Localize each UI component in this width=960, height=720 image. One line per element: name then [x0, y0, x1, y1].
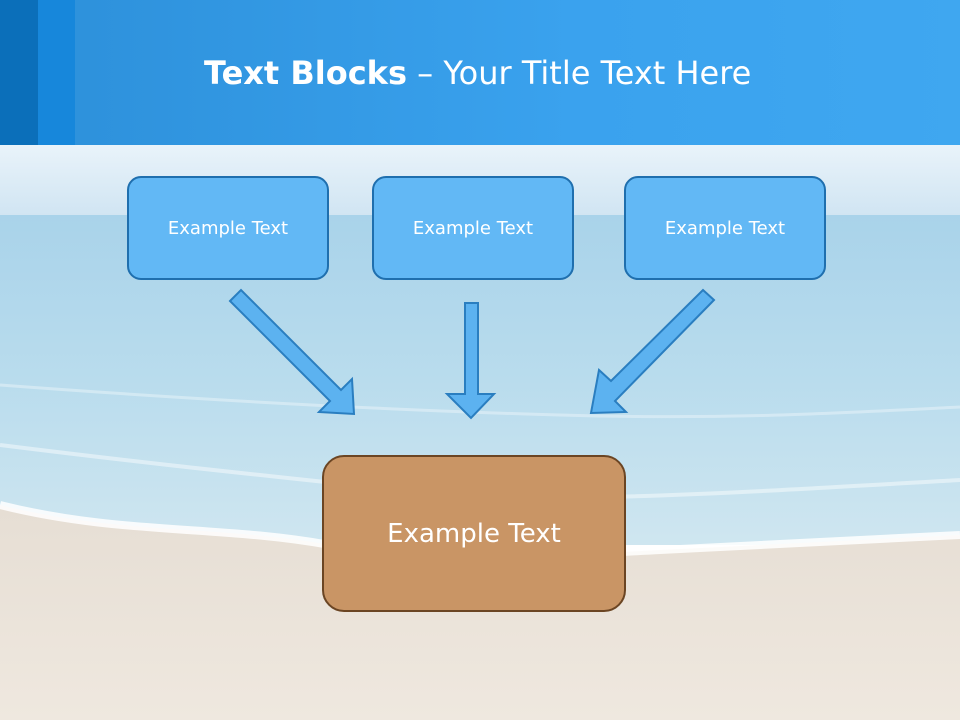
text-block-2-label: Example Text [412, 217, 534, 239]
text-block-2[interactable]: Example Text [372, 176, 574, 280]
text-block-1-label: Example Text [167, 217, 289, 239]
slide-title-bold: Text Blocks [204, 54, 407, 92]
header-stripe-mid [38, 0, 75, 145]
text-block-3-label: Example Text [664, 217, 786, 239]
header-stripe-dark [0, 0, 38, 145]
slide-title-rest: – Your Title Text Here [407, 54, 752, 92]
text-block-3[interactable]: Example Text [624, 176, 826, 280]
header-band: Text Blocks – Your Title Text Here [0, 0, 960, 145]
slide-title: Text Blocks – Your Title Text Here [204, 54, 751, 92]
target-text-block-label: Example Text [387, 518, 561, 549]
text-block-1[interactable]: Example Text [127, 176, 329, 280]
target-text-block[interactable]: Example Text [322, 455, 626, 612]
